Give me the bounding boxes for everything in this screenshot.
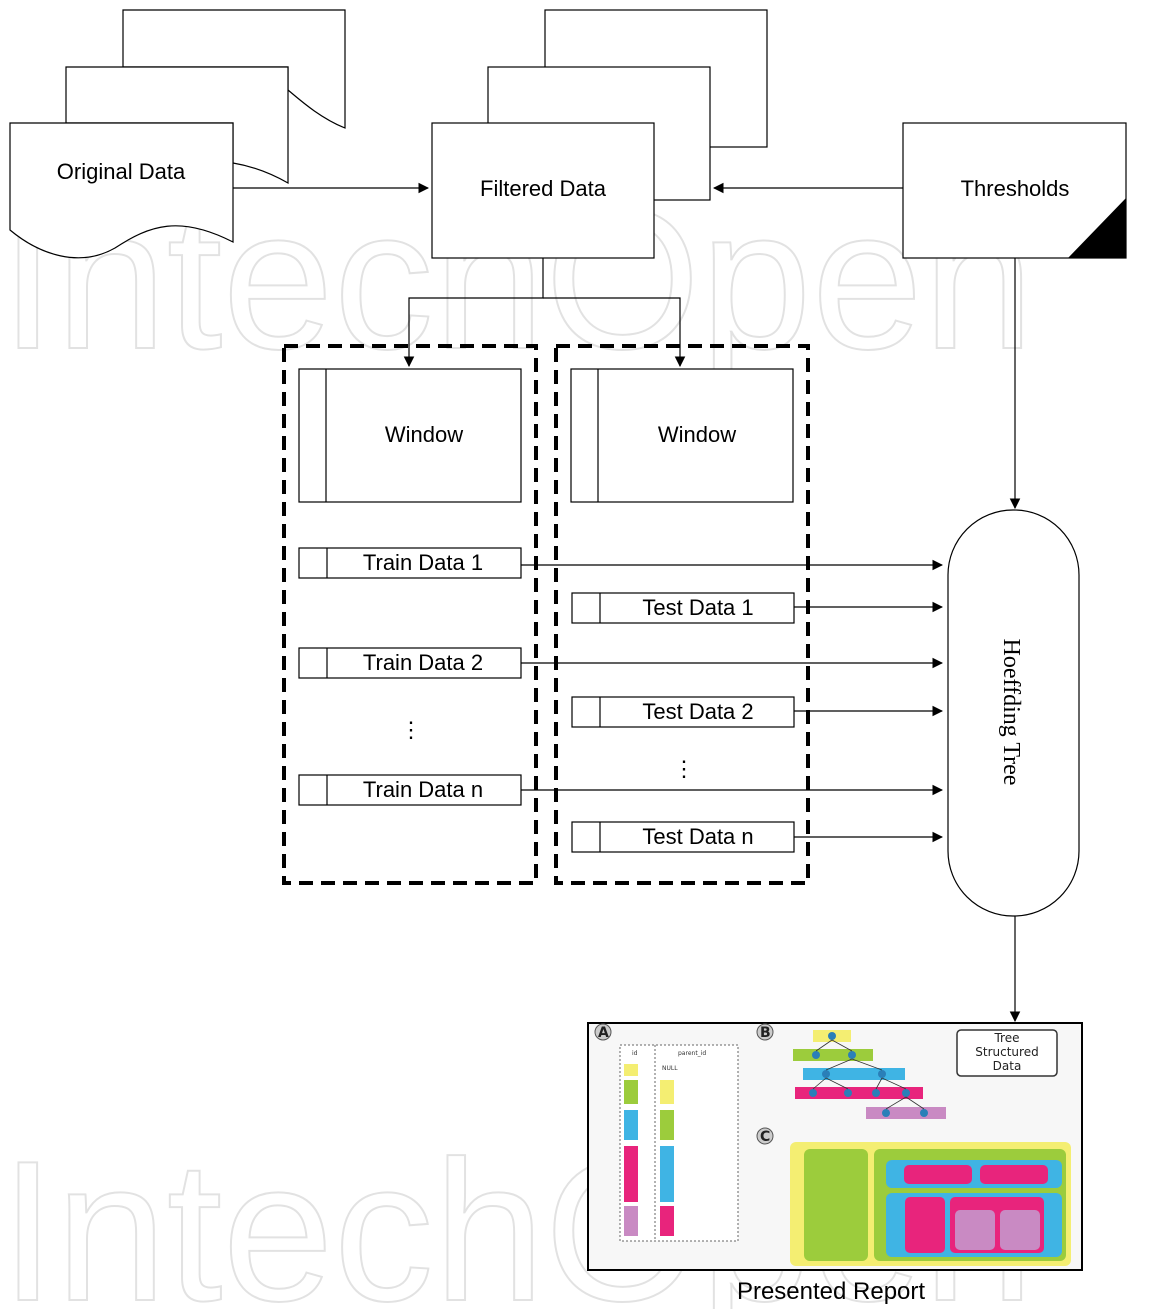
original-data-label: Original Data — [57, 159, 186, 184]
test-ellipsis: ⋮ — [673, 756, 695, 781]
top-connectors — [233, 182, 1021, 510]
train-boxes — [298, 547, 522, 806]
legend-line-3: Data — [993, 1059, 1022, 1073]
hoeffding-tree-label: Hoeffding Tree — [998, 639, 1024, 786]
window-right-node — [570, 368, 794, 503]
test-data-1-label: Test Data 1 — [642, 595, 753, 620]
filtered-data-node — [431, 9, 768, 259]
train-data-2-label: Train Data 2 — [363, 650, 483, 675]
window-right-label: Window — [658, 422, 736, 447]
legend-line-2: Structured — [975, 1045, 1038, 1059]
thresholds-label: Thresholds — [961, 176, 1070, 201]
tree-b — [793, 1030, 946, 1119]
thresholds-node — [902, 122, 1127, 259]
treemap-c — [790, 1142, 1071, 1266]
train-ellipsis: ⋮ — [400, 717, 422, 742]
test-group-frame — [554, 344, 810, 885]
filtered-data-label: Filtered Data — [480, 176, 607, 201]
legend-box — [956, 1029, 1058, 1077]
test-data-n-label: Test Data n — [642, 824, 753, 849]
data-to-tree-arrows — [521, 559, 944, 843]
null-value: NULL — [662, 1065, 678, 1072]
legend-line-1: Tree — [993, 1031, 1019, 1045]
panel-b-label: B — [760, 1025, 771, 1041]
original-data-node — [9, 9, 346, 259]
window-left-label: Window — [385, 422, 463, 447]
panel-c-label: C — [760, 1129, 770, 1145]
report-caption: Presented Report — [737, 1278, 925, 1305]
test-boxes — [571, 592, 795, 853]
hoeffding-tree-node — [947, 509, 1080, 917]
window-left-node — [298, 368, 522, 503]
report-thumbnail: A id parent_id NULL B — [587, 1022, 1083, 1271]
col-parent-header: parent_id — [678, 1050, 706, 1057]
panel-a-label: A — [598, 1025, 609, 1041]
col-id-header: id — [632, 1050, 638, 1057]
train-data-1-label: Train Data 1 — [363, 550, 483, 575]
table-a: id parent_id NULL — [619, 1044, 739, 1242]
test-data-2-label: Test Data 2 — [642, 699, 753, 724]
train-data-n-label: Train Data n — [363, 777, 483, 802]
train-group-frame — [282, 344, 538, 885]
